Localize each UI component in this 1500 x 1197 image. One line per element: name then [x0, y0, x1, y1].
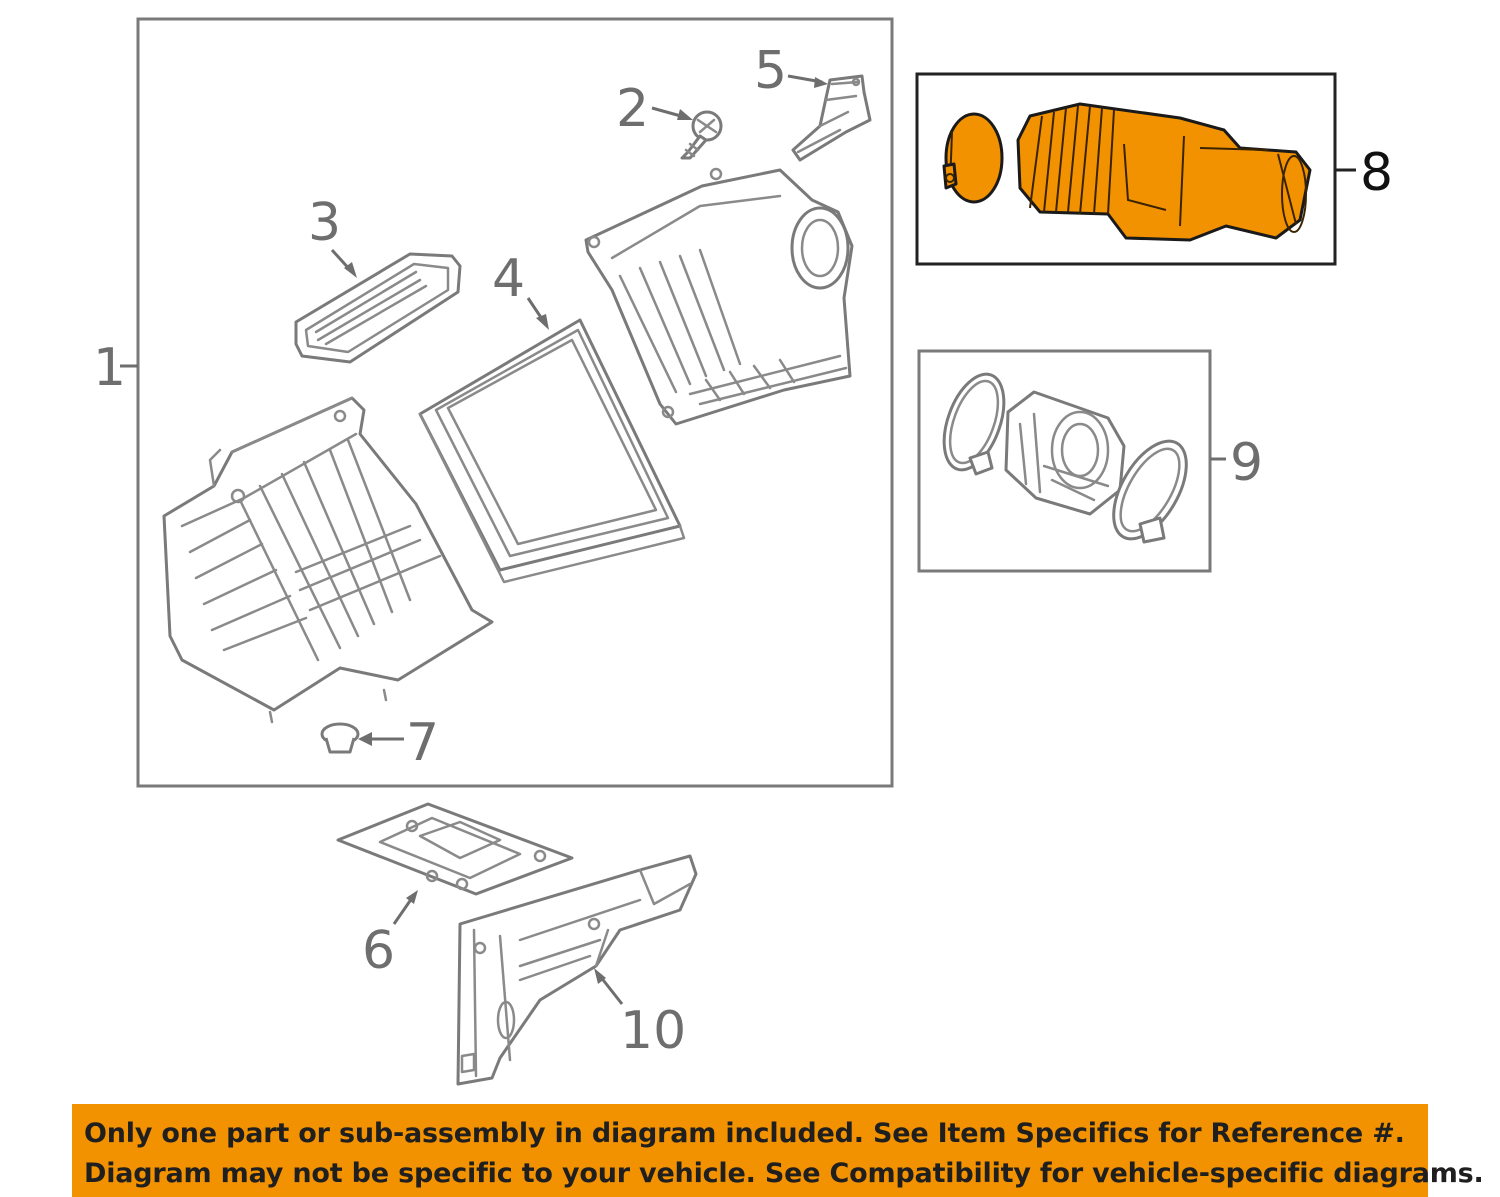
part-4-filter [418, 318, 686, 584]
disclaimer-banner: Only one part or sub-assembly in diagram… [72, 1104, 1484, 1197]
callout-5: 5 [754, 41, 787, 101]
callout-10: 10 [620, 1001, 686, 1061]
part-7-grommet [320, 722, 360, 754]
part-5-bracket [791, 74, 872, 162]
callout-6: 6 [362, 921, 395, 981]
part-8-outlet-duct[interactable] [942, 102, 1312, 242]
callout-7: 7 [406, 713, 439, 773]
callout-4: 4 [492, 249, 525, 309]
part-2-screw [680, 110, 723, 160]
callout-8[interactable]: 8 [1360, 143, 1393, 203]
part-9-sensor-clamps [942, 372, 1188, 544]
part-3-seal [294, 252, 462, 364]
assembly-1-frame [136, 17, 894, 788]
part-1-upper-housing [584, 167, 854, 426]
assembly-9-frame [917, 349, 1212, 573]
part-1-lower-housing [162, 396, 494, 724]
disclaimer-line-2: Diagram may not be specific to your vehi… [84, 1158, 1484, 1189]
part-6-tray [336, 802, 574, 896]
callout-2: 2 [616, 79, 649, 139]
disclaimer-line-1: Only one part or sub-assembly in diagram… [84, 1118, 1405, 1149]
callout-9: 9 [1230, 433, 1263, 493]
callout-1: 1 [93, 338, 126, 398]
part-10-support-bracket [456, 854, 698, 1086]
callout-3: 3 [308, 193, 341, 253]
